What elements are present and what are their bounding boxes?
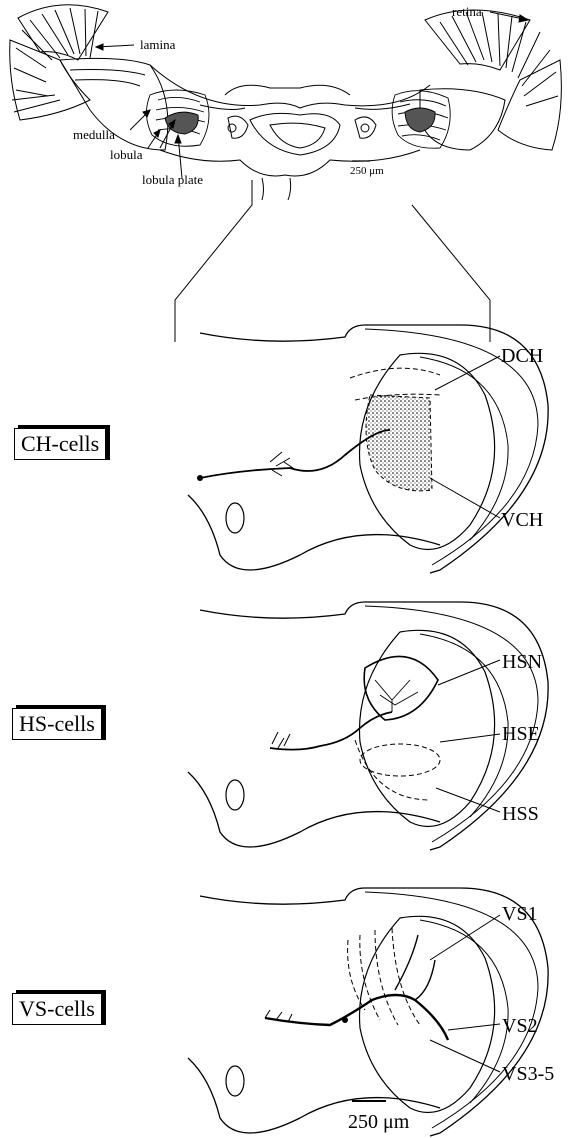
zoom-guide-right <box>412 205 490 342</box>
fly-head-overview: lamina medulla lobula lobula plate retin… <box>10 4 562 342</box>
subtype-label-hss: HSS <box>502 803 539 825</box>
right-optic-lobe <box>392 91 450 149</box>
dch-pointer <box>435 356 500 390</box>
vs-axon <box>265 995 448 1040</box>
ch-dendritic-field <box>366 395 432 491</box>
scale-bar-label: 250 μm <box>348 1111 410 1133</box>
subtype-label-vs2: VS2 <box>502 1015 538 1037</box>
lobula-plate-label: lobula plate <box>142 172 203 187</box>
hss-pointer <box>436 788 500 812</box>
overview-scale-label: 250 μm <box>350 165 384 177</box>
subtype-label-hse: HSE <box>502 723 540 745</box>
vs2-pointer <box>448 1024 500 1030</box>
subtype-label-vs1: VS1 <box>502 903 538 925</box>
subtype-label-dch: DCH <box>501 345 543 367</box>
hs-axon <box>270 712 392 750</box>
subtype-label-vch: VCH <box>501 509 543 531</box>
retina-label: retina <box>452 4 482 19</box>
label-box-hs-cells: HS-cells <box>12 708 102 740</box>
lobula-label: lobula <box>110 147 143 162</box>
medulla-label: medulla <box>73 127 115 142</box>
vs1-pointer <box>430 915 500 960</box>
panel-ch-cells: DCH VCH <box>188 325 548 573</box>
vs-dendritic-columns <box>348 928 420 1025</box>
subtype-label-hsn: HSN <box>502 651 542 673</box>
panel-hs-cells: HSN HSE HSS <box>188 602 548 850</box>
hse-pointer <box>440 734 500 742</box>
zoom-guide-left <box>175 180 252 342</box>
subtype-label-vs3-5: VS3-5 <box>502 1063 554 1085</box>
lamina-label: lamina <box>140 37 176 52</box>
label-box-ch-cells: CH-cells <box>14 428 106 460</box>
right-retina <box>420 10 561 150</box>
label-box-vs-cells: VS-cells <box>12 993 102 1025</box>
panel-vs-cells: VS1 VS2 VS3-5 <box>188 888 554 1136</box>
